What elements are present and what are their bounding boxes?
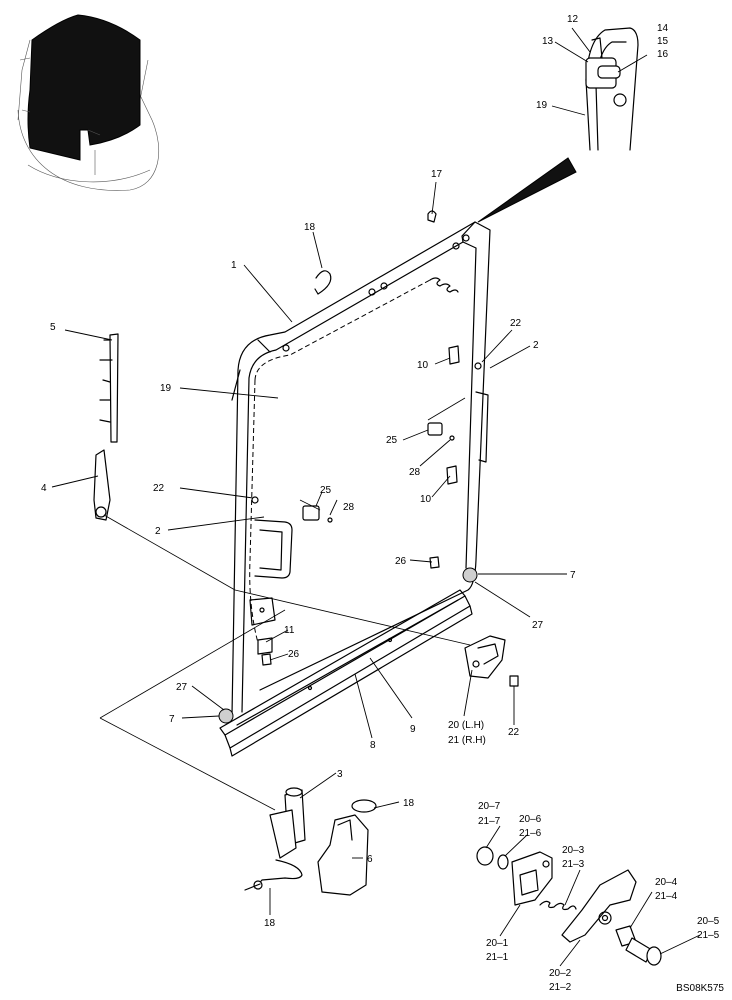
callout-9: 9 <box>410 724 416 735</box>
callout-10-lower: 10 <box>420 494 432 505</box>
callout-7-right: 7 <box>570 570 576 581</box>
callout-20-1: 20–1 <box>486 938 509 949</box>
callout-7-left: 7 <box>169 714 175 725</box>
callout-22-upper: 22 <box>510 318 522 329</box>
callout-21-5: 21–5 <box>697 930 720 941</box>
callout-20-5: 20–5 <box>697 916 720 927</box>
reference-lines <box>99 397 471 811</box>
callout-14: 14 <box>657 23 669 34</box>
callout-15: 15 <box>657 36 669 47</box>
callout-26-upper: 26 <box>395 556 407 567</box>
callout-6: 6 <box>367 854 373 865</box>
clips-and-fasteners <box>251 210 482 666</box>
callout-16: 16 <box>657 49 669 60</box>
callout-27-right: 27 <box>532 620 544 631</box>
wiper-arm <box>93 449 111 521</box>
callout-20-3: 20–3 <box>562 845 585 856</box>
cab-locator-thumbnail <box>17 14 159 191</box>
callout-25-lower: 25 <box>320 485 332 496</box>
callout-21-7: 21–7 <box>478 816 501 827</box>
drawing-code: BS08K575 <box>676 983 724 994</box>
callout-21-2: 21–2 <box>549 982 572 993</box>
callout-21-3: 21–3 <box>562 859 585 870</box>
callout-20-lh: 20 (L.H) <box>448 720 484 731</box>
leader-lines <box>51 181 701 967</box>
callout-27-left: 27 <box>176 682 188 693</box>
callout-8: 8 <box>370 740 376 751</box>
callout-28-upper: 28 <box>409 467 421 478</box>
door-frame <box>231 221 491 716</box>
callout-21-rh: 21 (R.H) <box>448 735 486 746</box>
callout-19-frame: 19 <box>160 383 172 394</box>
callout-11: 11 <box>284 625 295 636</box>
callout-21-4: 21–4 <box>655 891 678 902</box>
latch-exploded-parts <box>476 846 662 966</box>
callout-13: 13 <box>542 36 554 47</box>
callout-22-lower: 22 <box>508 727 520 738</box>
callout-labels: 12 13 14 15 16 19 17 18 1 5 22 2 10 19 2… <box>41 14 720 993</box>
callout-20-6: 20–6 <box>519 814 542 825</box>
callout-28-lower: 28 <box>343 502 355 513</box>
latch-assembly <box>464 635 519 687</box>
callout-5: 5 <box>50 322 56 333</box>
callout-12: 12 <box>567 14 579 25</box>
hinge-detail-inset <box>477 27 648 223</box>
view-direction-wedge <box>477 157 577 223</box>
callout-25-upper: 25 <box>386 435 398 446</box>
callout-19-inset: 19 <box>536 100 548 111</box>
callout-10-upper: 10 <box>417 360 429 371</box>
roller-lower-right <box>462 567 478 583</box>
callout-2-left: 2 <box>155 526 161 537</box>
callout-20-2: 20–2 <box>549 968 572 979</box>
washer-motor <box>244 787 306 891</box>
callout-18-top: 18 <box>304 222 316 233</box>
callout-21-6: 21–6 <box>519 828 542 839</box>
callout-2-upper: 2 <box>533 340 539 351</box>
callout-4: 4 <box>41 483 47 494</box>
callout-18-tank: 18 <box>403 798 415 809</box>
wiper-blade <box>99 333 119 443</box>
callout-17: 17 <box>431 169 443 180</box>
callout-20-4: 20–4 <box>655 877 678 888</box>
callout-20-7: 20–7 <box>478 801 501 812</box>
callout-3: 3 <box>337 769 343 780</box>
callout-22-left: 22 <box>153 483 165 494</box>
callout-26-lower: 26 <box>288 649 300 660</box>
sill-rail <box>219 589 473 757</box>
callout-18-motor: 18 <box>264 918 276 929</box>
roller-lower-left <box>218 708 234 724</box>
washer-tank <box>317 799 377 896</box>
callout-1: 1 <box>231 260 237 271</box>
callout-21-1: 21–1 <box>486 952 509 963</box>
